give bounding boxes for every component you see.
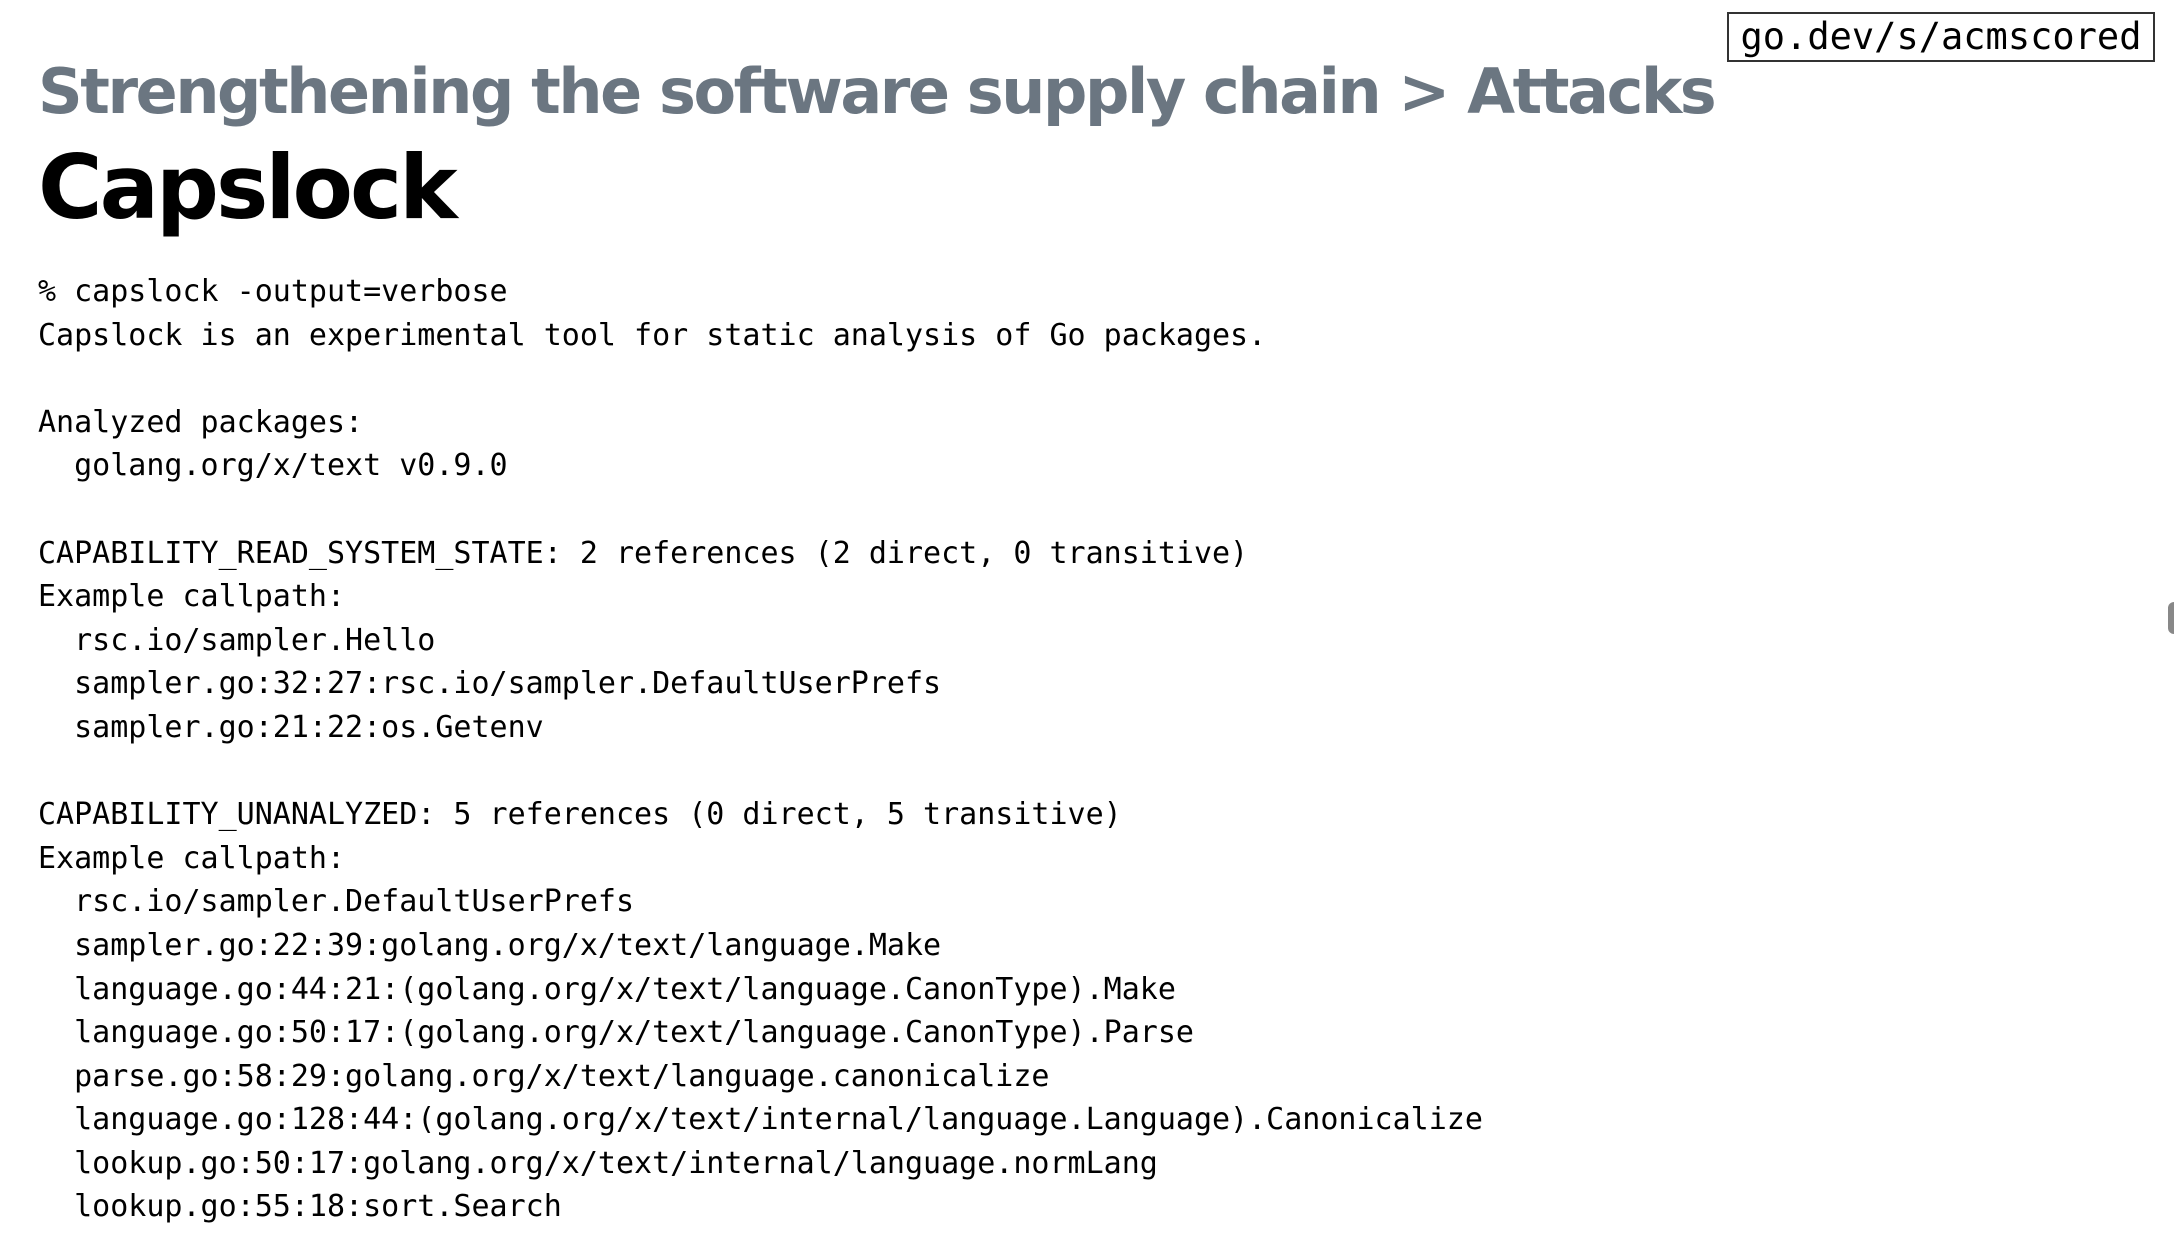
callpath-line: sampler.go:32:27:rsc.io/sampler.DefaultU…: [38, 666, 942, 702]
package-line: golang.org/x/text v0.9.0: [38, 448, 508, 484]
callpath-line: sampler.go:22:39:golang.org/x/text/langu…: [38, 927, 942, 963]
terminal-output: % capslock -output=verbose Capslock is a…: [38, 270, 1483, 1229]
callpath-line: language.go:128:44:(golang.org/x/text/in…: [38, 1102, 1483, 1138]
blank-line: [38, 488, 1483, 532]
callpath-line: parse.go:58:29:golang.org/x/text/languag…: [38, 1058, 1050, 1094]
breadcrumb: Strengthening the software supply chain …: [38, 55, 1717, 128]
callpath-line: rsc.io/sampler.Hello: [38, 622, 436, 658]
page-title: Capslock: [38, 136, 458, 239]
short-link: go.dev/s/acmscored: [1727, 12, 2155, 62]
capability-heading: CAPABILITY_READ_SYSTEM_STATE: 2 referenc…: [38, 535, 1249, 571]
output-line: Capslock is an experimental tool for sta…: [38, 317, 1267, 353]
blank-line: [38, 750, 1483, 794]
blank-line: [38, 357, 1483, 401]
callpath-line: sampler.go:21:22:os.Getenv: [38, 709, 544, 745]
callpath-line: lookup.go:55:18:sort.Search: [38, 1189, 562, 1225]
section-heading: Analyzed packages:: [38, 404, 364, 440]
edge-marker: [2168, 602, 2174, 634]
callpath-line: language.go:50:17:(golang.org/x/text/lan…: [38, 1015, 1194, 1051]
callpath-line: lookup.go:50:17:golang.org/x/text/intern…: [38, 1145, 1158, 1181]
capability-heading: CAPABILITY_UNANALYZED: 5 references (0 d…: [38, 797, 1122, 833]
callpath-line: rsc.io/sampler.DefaultUserPrefs: [38, 884, 635, 920]
callpath-heading: Example callpath:: [38, 840, 346, 876]
command-line: % capslock -output=verbose: [38, 274, 508, 309]
callpath-heading: Example callpath:: [38, 579, 346, 615]
callpath-line: language.go:44:21:(golang.org/x/text/lan…: [38, 971, 1176, 1007]
